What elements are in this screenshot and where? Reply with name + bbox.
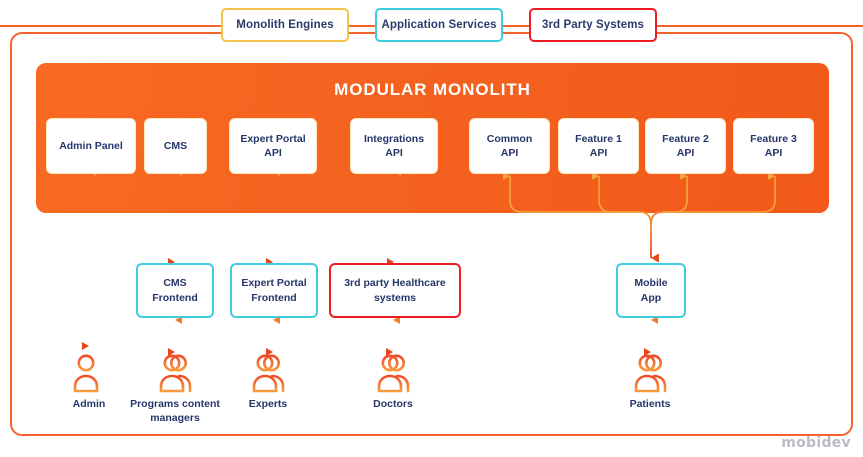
- legend-label: Application Services: [381, 19, 497, 31]
- group-person-icon: [371, 352, 415, 399]
- legend-connector-right: [656, 25, 863, 27]
- legend-label: Monolith Engines: [236, 19, 334, 31]
- group-person-icon: [246, 352, 290, 399]
- module-cms[interactable]: CMS: [144, 118, 207, 174]
- actor-label: Patients: [629, 398, 671, 410]
- group-person-icon: [153, 352, 197, 399]
- legend-connector-mid1: [348, 25, 376, 27]
- actor-label: Admin: [72, 398, 106, 410]
- modular-monolith-title: MODULAR MONOLITH: [334, 80, 531, 99]
- module-admin-panel[interactable]: Admin Panel: [46, 118, 136, 174]
- legend-connector-mid2: [502, 25, 530, 27]
- legend-connector-left: [0, 25, 222, 27]
- legend-monolith-engines[interactable]: Monolith Engines: [221, 8, 349, 42]
- actor-label: Doctors: [373, 398, 413, 410]
- legend-3rd-party-systems[interactable]: 3rd Party Systems: [529, 8, 657, 42]
- single-person-icon: [67, 352, 111, 399]
- legend-label: 3rd Party Systems: [541, 19, 645, 31]
- legend-application-services[interactable]: Application Services: [375, 8, 503, 42]
- mobidev-logo: mobidev: [781, 435, 851, 451]
- actor-label: Experts: [248, 398, 288, 410]
- module-label: Admin Panel: [59, 139, 123, 152]
- group-person-icon: [628, 352, 672, 399]
- module-label: CMS: [163, 139, 188, 152]
